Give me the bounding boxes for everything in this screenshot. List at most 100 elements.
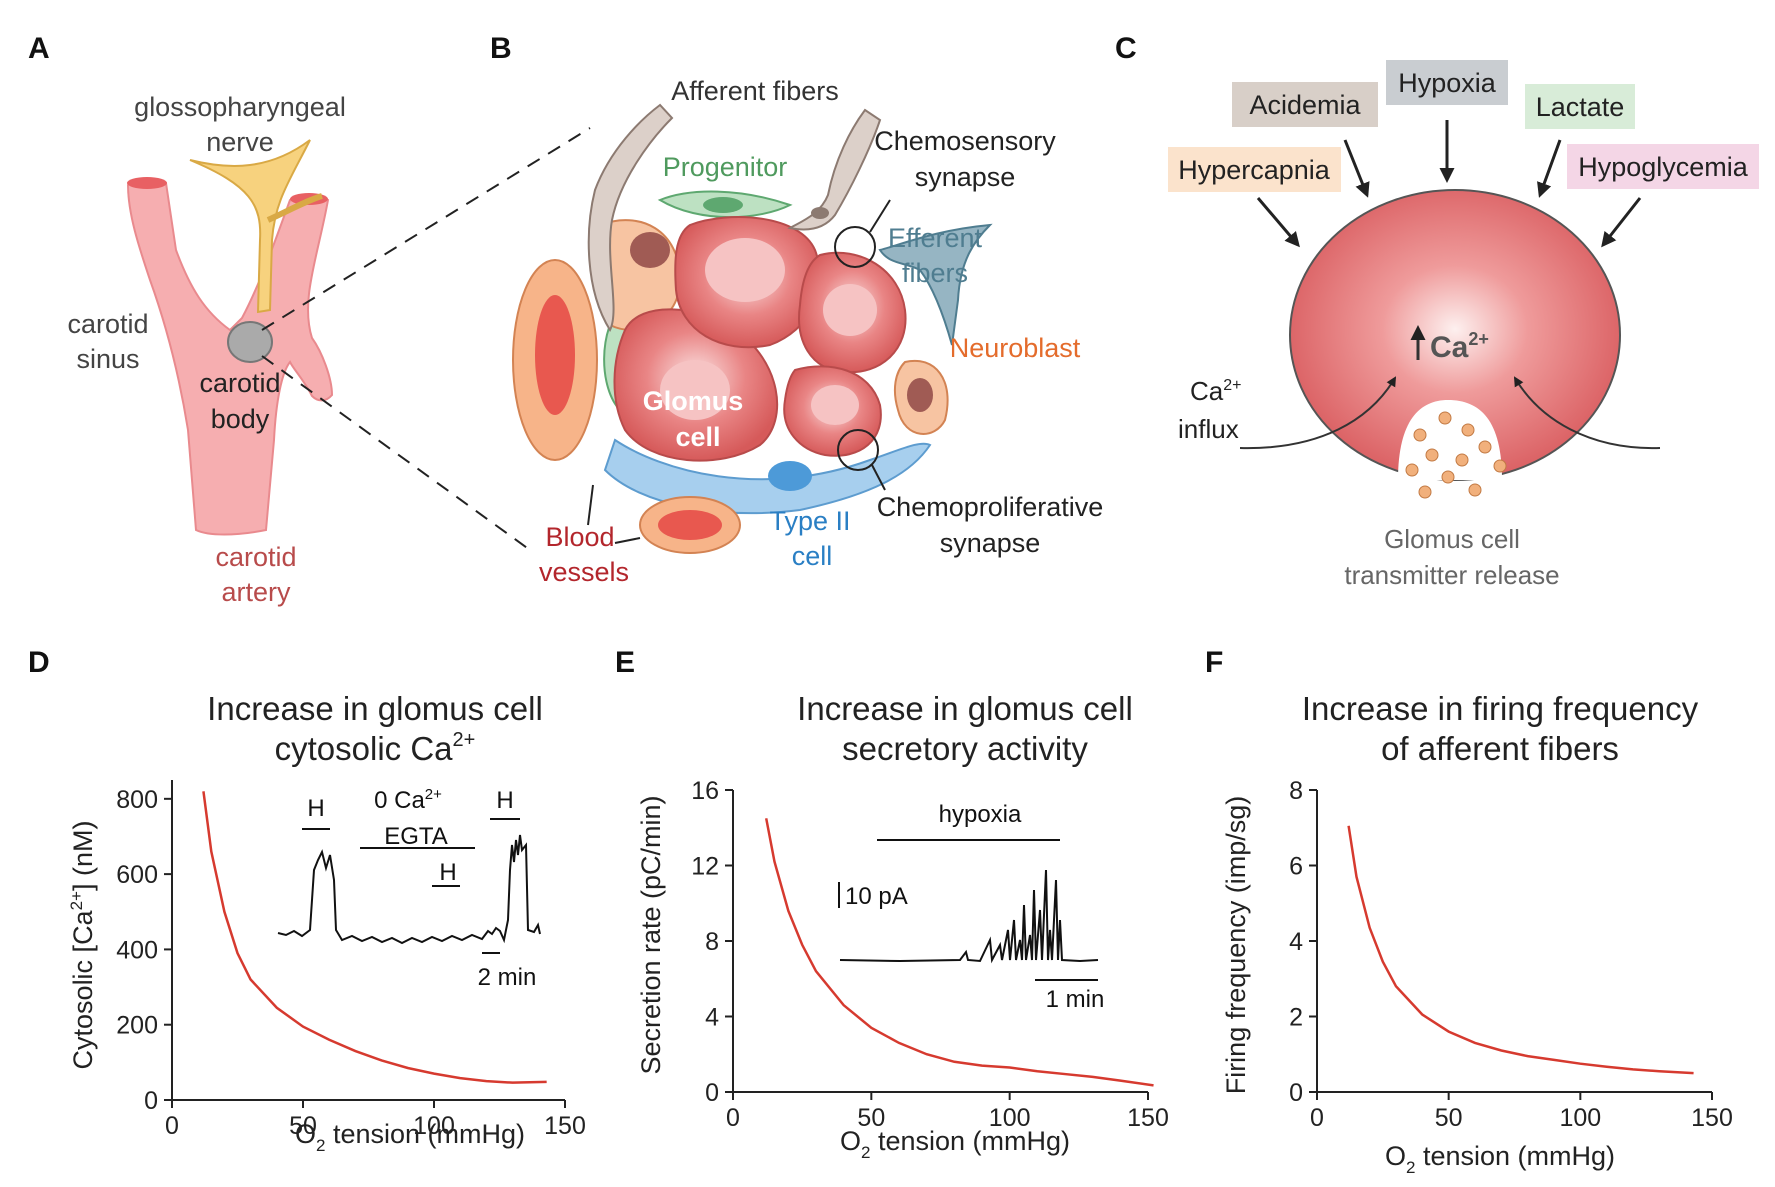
label-efferent-2: fibers — [902, 258, 968, 288]
inset-h2: H — [439, 859, 456, 886]
x-tick-label: 50 — [1435, 1104, 1463, 1132]
blood-vessel-lumen — [658, 510, 722, 540]
panel-letter-a: A — [28, 32, 50, 65]
chemoproliferative-synapse-marker — [837, 429, 879, 471]
label-blood-2: vessels — [539, 557, 629, 587]
series-line — [764, 818, 1154, 1087]
leader-line — [871, 464, 886, 491]
current-trace — [839, 869, 1099, 964]
afferent-fiber-shape — [587, 103, 674, 333]
y-tick-label: 200 — [116, 1012, 158, 1040]
inset-ca0: 0 Ca2+ — [374, 786, 442, 814]
label-body-2: body — [211, 404, 270, 434]
x-tick-label: 100 — [989, 1104, 1031, 1132]
progenitor-nucleus — [703, 197, 743, 213]
label-body-1: carotid — [199, 368, 280, 398]
inset-h3: H — [496, 787, 513, 814]
blood-vessel-lumen — [535, 295, 575, 415]
label-chemoprolif-1: Chemoproliferative — [877, 492, 1104, 522]
stimulus-label-acidemia: Acidemia — [1249, 90, 1361, 120]
chart-d-inset: H 0 Ca2+ EGTA H H 2 min — [277, 786, 541, 991]
glossopharyngeal-nerve-shape — [189, 139, 311, 314]
leader-line — [614, 537, 641, 544]
panel-letter-b: B — [490, 32, 512, 65]
panel-letter-f: F — [1205, 646, 1223, 679]
panel-d: D Increase in glomus cell cytosolic Ca2+… — [28, 646, 586, 1155]
chart-e-ylabel: Secretion rate (pC/min) — [636, 795, 666, 1074]
label-sinus-1: carotid — [67, 309, 148, 339]
x-tick-label: 50 — [857, 1104, 885, 1132]
glomus-nucleus — [823, 284, 877, 336]
ca-center-label: Ca2+ — [1430, 329, 1489, 364]
label-type2-1: Type II — [769, 506, 850, 536]
influx-arrow-left — [1239, 376, 1397, 450]
inset-scale-y-label: 10 pA — [845, 883, 908, 910]
x-tick-label: 150 — [1127, 1104, 1169, 1132]
release-pocket — [1398, 400, 1502, 480]
zoom-line — [261, 355, 531, 551]
label-progenitor: Progenitor — [663, 152, 788, 182]
inset-hypoxia-label: hypoxia — [939, 801, 1022, 828]
label-glomus-1: Glomus — [643, 386, 744, 416]
chart-d-xlabel: O2 tension (mmHg) — [295, 1119, 525, 1155]
label-chemosensory-2: synapse — [915, 162, 1016, 192]
y-tick-label: 0 — [705, 1079, 719, 1107]
stimulus-arrow-acidemia — [1343, 139, 1370, 198]
y-tick-label: 4 — [1289, 928, 1303, 956]
fiber-nucleus — [811, 207, 829, 219]
y-tick-label: 16 — [691, 777, 719, 805]
y-tick-label: 0 — [1289, 1079, 1303, 1107]
panel-letter-c: C — [1115, 32, 1137, 65]
panel-c: C Ca2+ Ca2+ influx Glomus cell transmitt… — [1115, 32, 1759, 590]
stimulus-label-hypercapnia: Hypercapnia — [1178, 155, 1331, 185]
y-tick-label: 8 — [705, 928, 719, 956]
chart-f-xlabel: O2 tension (mmHg) — [1385, 1141, 1615, 1177]
neuroblast-nucleus — [630, 232, 670, 268]
panel-a: A glossopharyngeal nerve carotid sinus c… — [28, 32, 591, 607]
label-artery-1: carotid — [215, 542, 296, 572]
y-tick-label: 8 — [1289, 777, 1303, 805]
afferent-fiber-shape — [787, 108, 882, 231]
chart-e-title-1: Increase in glomus cell — [797, 690, 1133, 727]
y-tick-label: 4 — [705, 1004, 719, 1032]
panel-e: E Increase in glomus cell secretory acti… — [615, 646, 1169, 1162]
stimulus-box-hypoglycemia — [1567, 144, 1759, 189]
leader-line — [869, 199, 891, 233]
stimulus-box-acidemia — [1232, 82, 1378, 127]
y-tick-label: 6 — [1289, 853, 1303, 881]
inset-egta: EGTA — [384, 823, 448, 850]
label-glomus-2: cell — [675, 422, 720, 452]
x-tick-label: 150 — [544, 1112, 586, 1140]
stimulus-box-hypercapnia — [1168, 147, 1341, 192]
label-blood-1: Blood — [545, 522, 614, 552]
y-tick-label: 2 — [1289, 1004, 1303, 1032]
x-tick-label: 100 — [1559, 1104, 1601, 1132]
stimulus-label-hypoglycemia: Hypoglycemia — [1578, 152, 1749, 182]
influx-ca-label: Ca2+ — [1190, 376, 1242, 406]
panel-f: F Increase in firing frequency of affere… — [1205, 646, 1733, 1177]
release-label-2: transmitter release — [1344, 560, 1559, 590]
label-chemoprolif-2: synapse — [940, 528, 1041, 558]
label-nerve-1: glossopharyngeal — [134, 92, 346, 122]
label-type2-2: cell — [792, 541, 833, 571]
efferent-fiber-shape — [878, 223, 993, 346]
carotid-body-shape — [227, 321, 273, 363]
chemosensory-synapse-marker — [834, 226, 876, 268]
y-tick-label: 600 — [116, 861, 158, 889]
y-tick-label: 800 — [116, 786, 158, 814]
stimulus-box-lactate — [1525, 84, 1635, 129]
carotid-artery-shape — [126, 177, 334, 536]
x-tick-label: 0 — [726, 1104, 740, 1132]
chart-e-title-2: secretory activity — [842, 730, 1088, 767]
y-tick-label: 0 — [144, 1087, 158, 1115]
stimulus-box-hypoxia — [1386, 60, 1508, 105]
nerve-branch — [266, 193, 323, 223]
influx-word-label: influx — [1178, 414, 1239, 444]
x-tick-label: 0 — [1310, 1104, 1324, 1132]
inset-scale-x-label: 1 min — [1046, 986, 1105, 1013]
label-neuroblast: Neuroblast — [950, 333, 1081, 363]
panel-letter-e: E — [615, 646, 635, 679]
